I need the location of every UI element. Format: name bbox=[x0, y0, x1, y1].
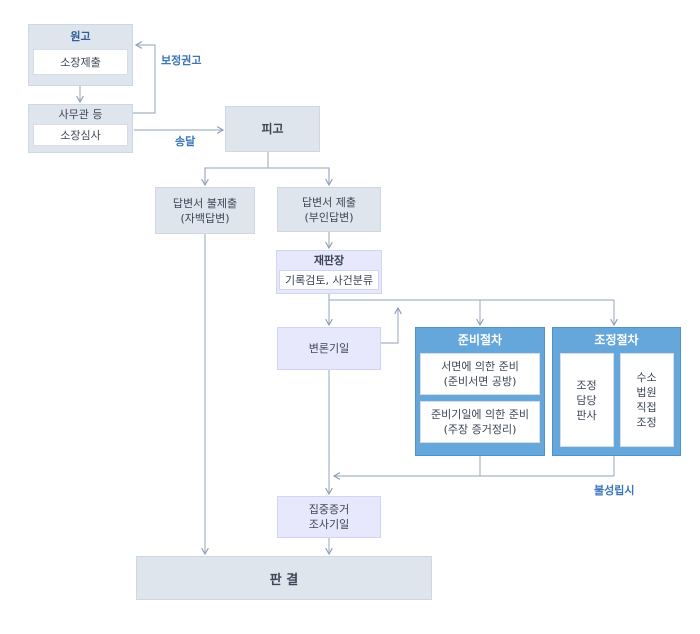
written-preparation-line1: 서면에 의한 준비 bbox=[441, 360, 519, 373]
delivery-label: 송달 bbox=[175, 135, 196, 148]
correction-label: 보정권고 bbox=[161, 54, 202, 67]
mediation-judge-line1: 조정 bbox=[576, 378, 597, 392]
mediation-judge-line2: 담당 bbox=[576, 393, 597, 407]
court-clerk-box: 사무관 등 소장심사 bbox=[28, 104, 133, 153]
record-review: 기록검토, 사건분류 bbox=[279, 270, 379, 290]
preparation-title: 준비절차 bbox=[457, 333, 503, 347]
no-answer-line2: (자백답변) bbox=[180, 211, 230, 225]
mediation-judge: 조정 담당 판사 bbox=[559, 353, 614, 447]
answer-line1: 답변서 제출 bbox=[301, 195, 357, 209]
evidence-line1: 집중증거 bbox=[308, 503, 350, 516]
no-answer-box: 답변서 불제출 (자백답변) bbox=[155, 187, 255, 234]
court-clerk-title: 사무관 등 bbox=[58, 108, 103, 121]
written-preparation: 서면에 의한 준비 (준비서면 공방) bbox=[420, 353, 540, 395]
preparation-panel: 준비절차 서면에 의한 준비 (준비서면 공방) 준비기일에 의한 준비 (주장… bbox=[415, 327, 545, 456]
court-direct-mediation: 수소 법원 직접 조정 bbox=[619, 353, 674, 447]
defendant-box: 피고 bbox=[225, 106, 320, 152]
verdict-box: 판 결 bbox=[136, 556, 432, 600]
failure-label: 불성립시 bbox=[594, 484, 635, 497]
mediation-options: 조정 담당 판사 수소 법원 직접 조정 bbox=[559, 353, 674, 447]
preparation-hearing-line2: (주장 증거정리) bbox=[443, 423, 517, 436]
plaintiff-box: 원고 소장제출 bbox=[28, 24, 133, 86]
presiding-judge-box: 재판장 기록검토, 사건분류 bbox=[276, 250, 382, 294]
mediation-title: 조정절차 bbox=[594, 333, 639, 347]
mediation-panel: 조정절차 조정 담당 판사 수소 법원 직접 조정 bbox=[552, 327, 681, 456]
hearing-box: 변론기일 bbox=[277, 327, 381, 370]
court-direct-line4: 조정 bbox=[636, 416, 657, 429]
plaintiff-title: 원고 bbox=[70, 30, 91, 43]
answer-line2: (부인답변) bbox=[304, 210, 354, 224]
evidence-line2: 조사기일 bbox=[308, 518, 350, 531]
mediation-judge-line3: 판사 bbox=[576, 408, 597, 422]
court-direct-line2: 법원 bbox=[636, 386, 657, 399]
court-direct-line3: 직접 bbox=[636, 401, 657, 414]
submit-complaint: 소장제출 bbox=[33, 49, 128, 75]
preparation-hearing-line1: 준비기일에 의한 준비 bbox=[430, 408, 530, 421]
preparation-hearing: 준비기일에 의한 준비 (주장 증거정리) bbox=[420, 401, 540, 443]
no-answer-line1: 답변서 불제출 bbox=[172, 196, 238, 210]
written-preparation-line2: (준비서면 공방) bbox=[443, 375, 517, 388]
evidence-hearing-box: 집중증거 조사기일 bbox=[277, 496, 381, 538]
review-complaint: 소장심사 bbox=[33, 124, 128, 146]
court-direct-line1: 수소 bbox=[636, 371, 657, 384]
presiding-judge-title: 재판장 bbox=[313, 254, 345, 267]
answer-box: 답변서 제출 (부인답변) bbox=[277, 187, 381, 232]
